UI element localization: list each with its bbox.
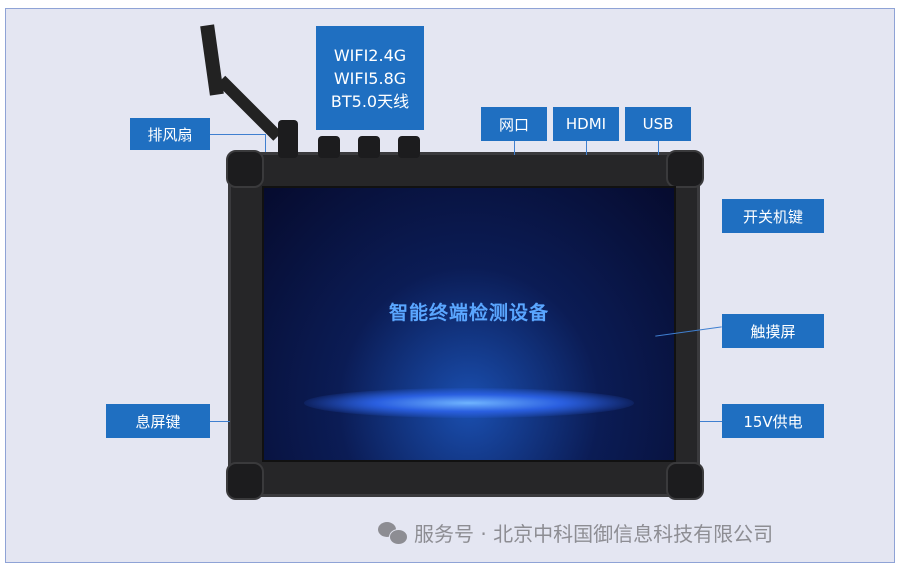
watermark: 服务号 · 北京中科国御信息科技有限公司 <box>378 518 773 547</box>
power-key-label: 开关机键 <box>722 199 824 233</box>
antenna-label-bt: BT5.0天线 <box>330 91 410 111</box>
screen-title: 智能终端检测设备 <box>388 302 549 324</box>
corner-bumper <box>226 462 264 500</box>
power-supply-label: 15V供电 <box>722 404 824 438</box>
usb-label: USB <box>625 107 691 141</box>
corner-bumper <box>666 462 704 500</box>
antenna-label: WIFI2.4G WIFI5.8G BT5.0天线 <box>316 26 424 130</box>
screen-glow <box>304 388 634 418</box>
leader-line <box>514 141 515 155</box>
antenna-connector <box>318 136 340 158</box>
antenna-connector <box>398 136 420 158</box>
leader-line <box>586 141 587 155</box>
screen-off-key-label: 息屏键 <box>106 404 210 438</box>
fan-connector <box>278 120 298 158</box>
leader-line <box>210 134 265 135</box>
fan-label: 排风扇 <box>130 118 210 150</box>
leader-line <box>210 421 230 422</box>
wechat-icon <box>378 521 408 545</box>
touch-screen: 智能终端检测设备 <box>262 186 676 462</box>
network-label: 网口 <box>481 107 547 141</box>
touch-screen-label: 触摸屏 <box>722 314 824 348</box>
antenna-connector <box>358 136 380 158</box>
corner-bumper <box>666 150 704 188</box>
antenna-label-wifi58: WIFI5.8G <box>333 68 407 88</box>
leader-line <box>658 141 659 155</box>
leader-line <box>700 421 722 422</box>
antenna-label-wifi24: WIFI2.4G <box>333 45 407 65</box>
watermark-text: 服务号 · 北京中科国御信息科技有限公司 <box>414 522 774 546</box>
leader-line <box>265 134 266 152</box>
hdmi-label: HDMI <box>553 107 619 141</box>
corner-bumper <box>226 150 264 188</box>
